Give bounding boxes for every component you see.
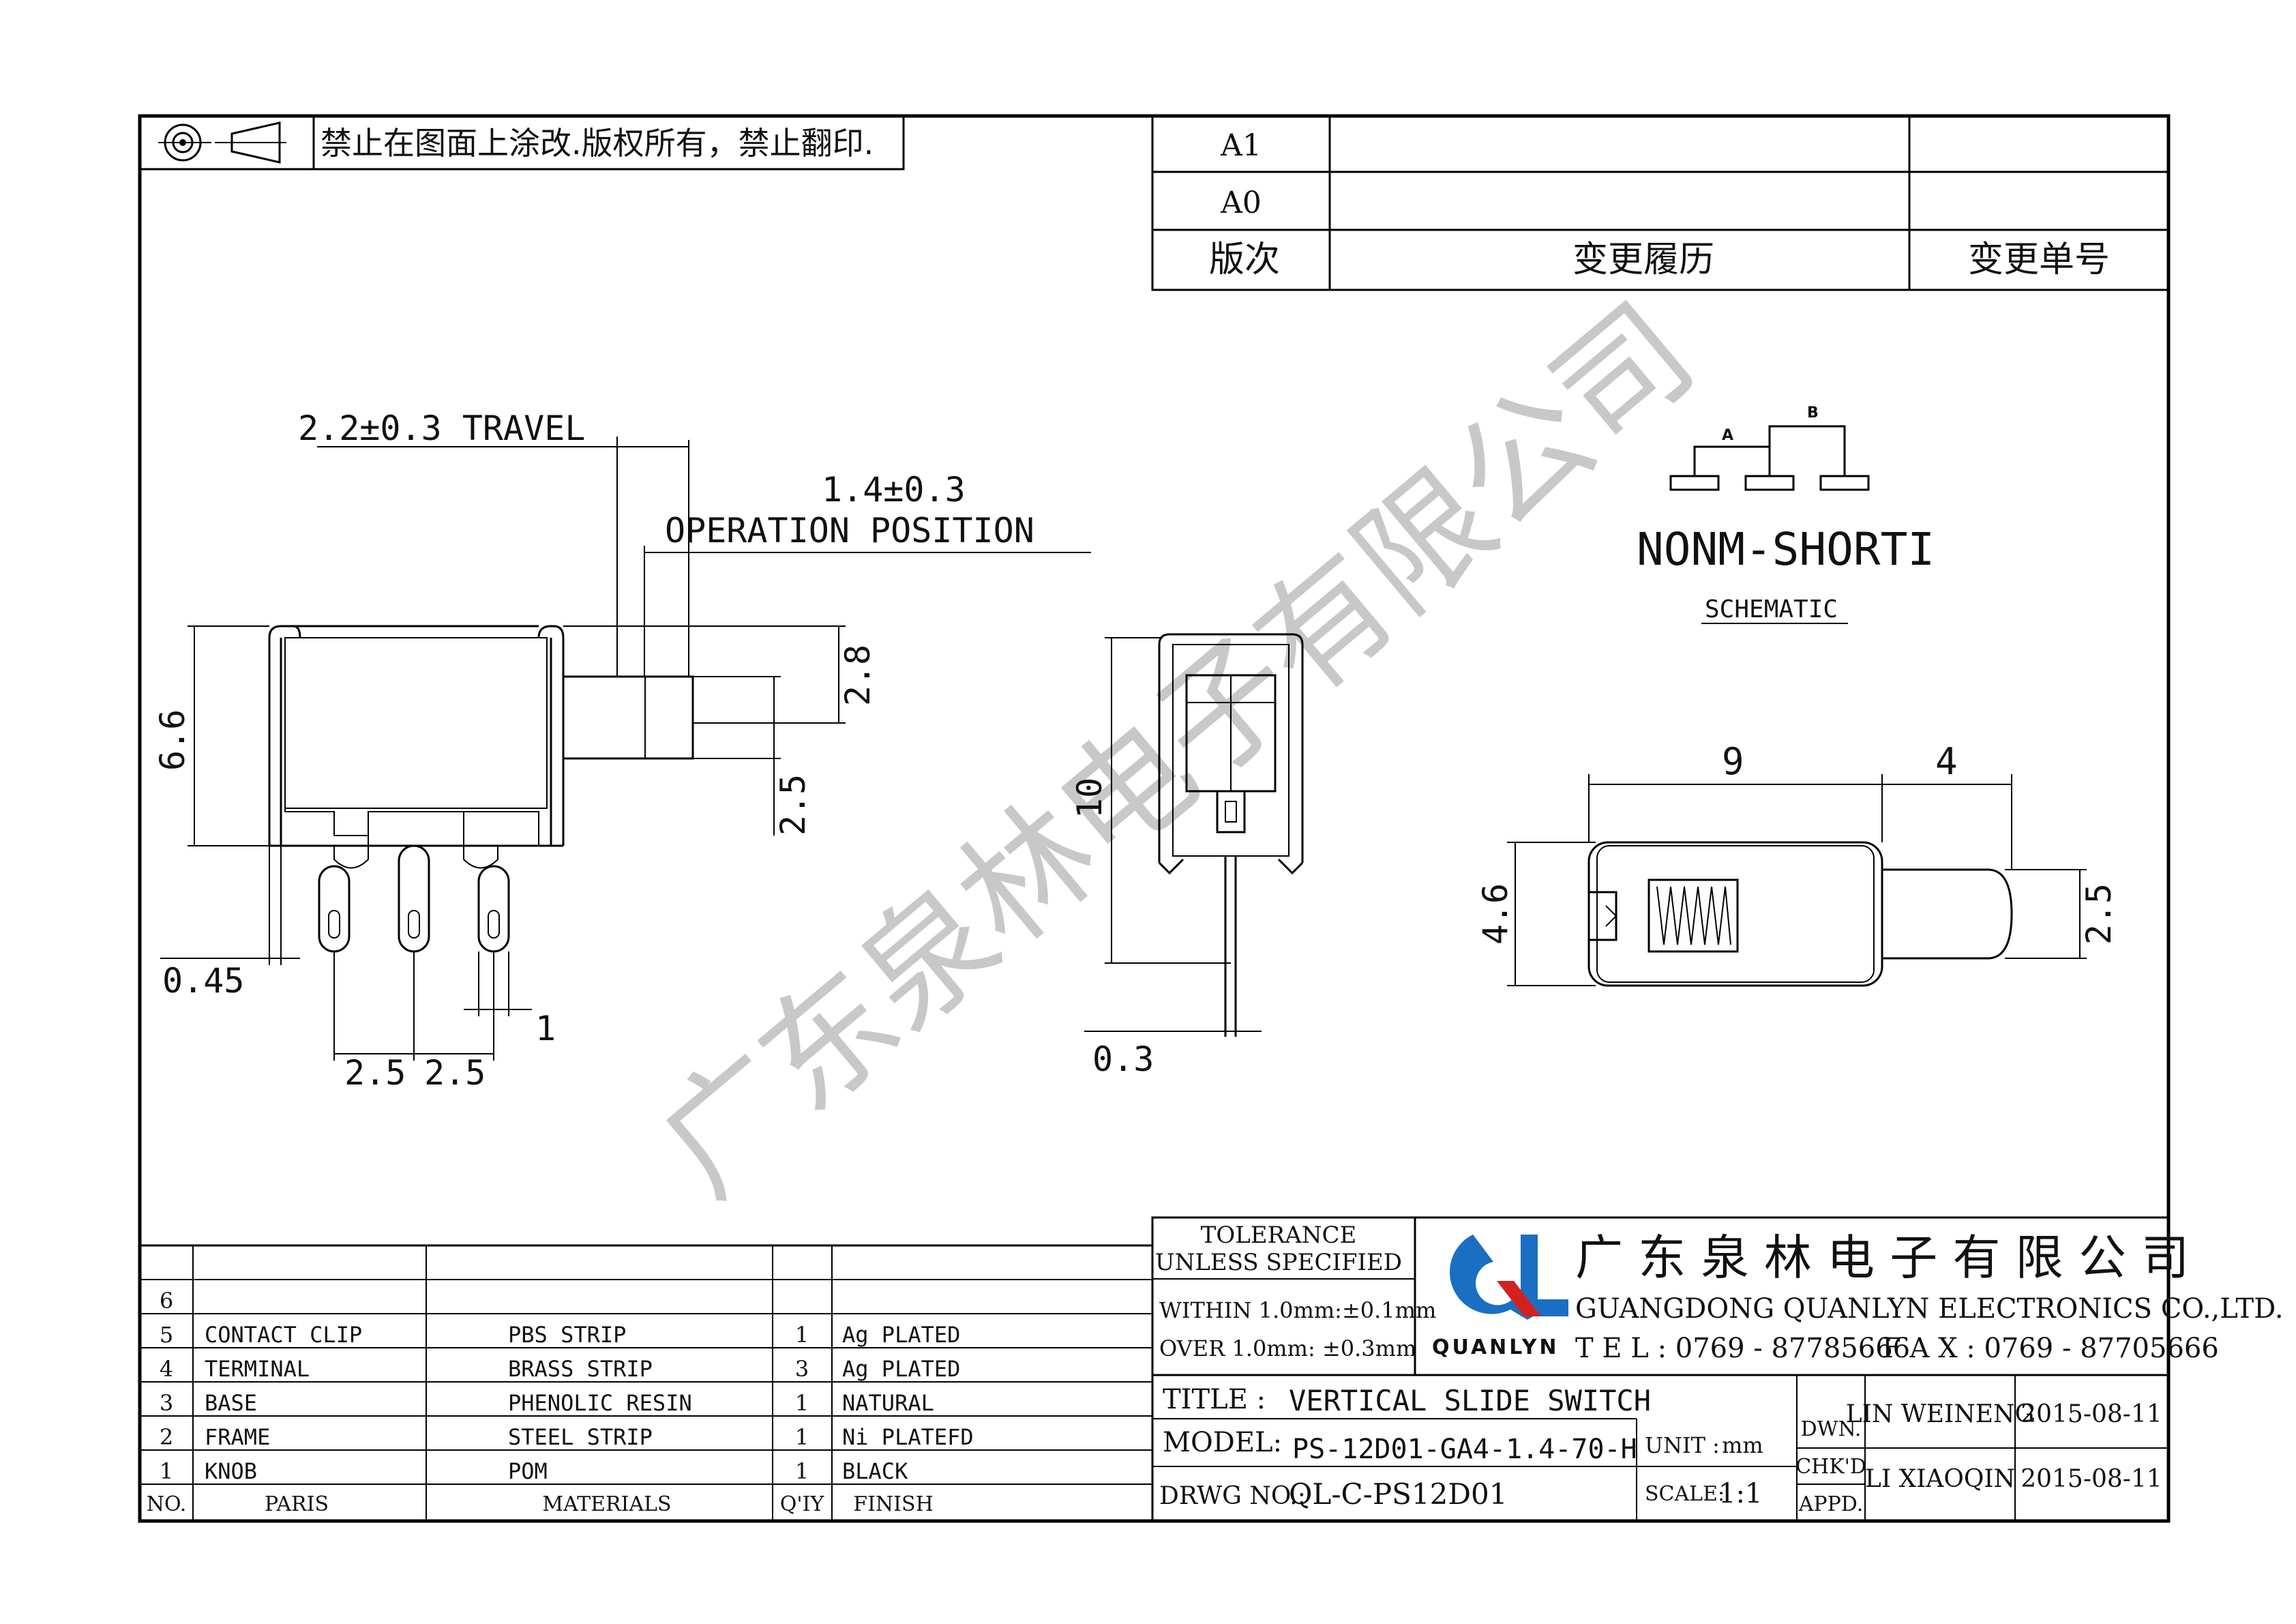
- parts-row-2-qty: 1: [795, 1424, 809, 1450]
- parts-row-4-finish: Ag PLATED: [842, 1356, 960, 1382]
- tolerance-title-1: TOLERANCE: [1201, 1222, 1357, 1249]
- tolerance-within: WITHIN 1.0mm:±0.1mm: [1159, 1297, 1436, 1323]
- revision-changeno-header: 变更单号: [1968, 239, 2110, 280]
- title-label: TITLE :: [1163, 1384, 1266, 1415]
- parts-row-3-qty: 1: [795, 1390, 809, 1416]
- parts-row-3-material: PHENOLIC RESIN: [508, 1390, 692, 1416]
- model-label: MODEL:: [1163, 1427, 1282, 1458]
- parts-row-4-material: BRASS STRIP: [508, 1356, 653, 1382]
- parts-row-4-qty: 3: [795, 1356, 809, 1382]
- tolerance-over: OVER 1.0mm: ±0.3mm: [1159, 1335, 1416, 1361]
- company-fax: F A X : 0769 - 87705666: [1882, 1333, 2219, 1364]
- schematic-label-a: A: [1722, 427, 1733, 444]
- company-tel: T E L : 0769 - 87785666: [1575, 1333, 1910, 1364]
- parts-header-finish: FINISH: [853, 1492, 933, 1516]
- dim-6-6: 6.6: [153, 709, 192, 771]
- logo-name: QUANLYN: [1432, 1335, 1560, 1359]
- parts-row-4-part: TERMINAL: [205, 1356, 310, 1382]
- parts-header-no: NO.: [147, 1492, 187, 1516]
- dim-10: 10: [1070, 778, 1109, 818]
- dim-4: 4: [1935, 740, 1958, 783]
- scale-value: 1:1: [1718, 1478, 1762, 1509]
- parts-row-5-part: CONTACT CLIP: [205, 1322, 362, 1348]
- parts-row-6-no: 6: [160, 1288, 173, 1314]
- parts-row-1-no: 1: [160, 1458, 173, 1484]
- top-view: 9 4 4.6 2.5: [1476, 740, 2119, 987]
- dim-1: 1: [535, 1009, 556, 1048]
- chk-name: LI XIAOQIN: [1865, 1465, 2015, 1493]
- dim-2-5-top: 2.5: [2079, 883, 2119, 945]
- dim-9: 9: [1722, 740, 1744, 783]
- schematic-mode: NONM-SHORTI: [1637, 523, 1935, 576]
- dwn-name: LIN WEINENG: [1846, 1400, 2035, 1428]
- dim-operation-value: 1.4±0.3: [822, 470, 966, 510]
- parts-header-materials: MATERIALS: [542, 1492, 671, 1516]
- end-view: 10 0.3: [1070, 633, 1304, 1079]
- tolerance-title-2: UNLESS SPECIFIED: [1155, 1249, 1402, 1276]
- notice-block: 禁止在图面上涂改.版权所有，禁止翻印.: [138, 115, 905, 171]
- parts-row-2-no: 2: [160, 1424, 173, 1450]
- side-view: 6.6 2.8 2.5 2.2±0.3 TRAVEL 1.4±0.3 OPERA…: [153, 409, 1091, 1093]
- dim-0-45: 0.45: [162, 961, 244, 1001]
- drwg-value: QL-C-PS12D01: [1289, 1477, 1507, 1511]
- dim-2-8: 2.8: [838, 645, 878, 706]
- schematic-label-b: B: [1807, 404, 1819, 422]
- parts-header-qty: Q'IY: [780, 1492, 825, 1516]
- dim-2-5-side: 2.5: [773, 774, 813, 836]
- parts-row-1-material: POM: [508, 1458, 548, 1484]
- company-name-en: GUANGDONG QUANLYN ELECTRONICS CO.,LTD.: [1575, 1293, 2284, 1325]
- parts-row-5-qty: 1: [795, 1322, 809, 1348]
- parts-header-parts: PARIS: [265, 1492, 329, 1516]
- dim-0-3: 0.3: [1092, 1039, 1154, 1079]
- dim-4-6: 4.6: [1476, 883, 1515, 945]
- parts-table: 6 5 CONTACT CLIP PBS STRIP 1 Ag PLATED 4…: [138, 1244, 1154, 1522]
- projection-symbol-icon: [158, 121, 286, 164]
- parts-row-4-no: 4: [160, 1356, 173, 1382]
- revision-version-header: 版次: [1209, 239, 1280, 280]
- parts-row-5-material: PBS STRIP: [508, 1322, 626, 1348]
- dim-pitch-2: 2.5: [424, 1053, 486, 1093]
- watermark: 广东泉林电子有限公司: [632, 276, 1722, 1224]
- model-value: PS-12D01-GA4-1.4-70-H: [1292, 1434, 1637, 1465]
- revision-history-header: 变更履历: [1572, 239, 1714, 280]
- parts-row-2-material: STEEL STRIP: [508, 1424, 653, 1450]
- parts-row-5-no: 5: [160, 1322, 173, 1348]
- dim-operation-label: OPERATION POSITION: [665, 511, 1034, 550]
- revision-a1: A1: [1220, 128, 1262, 163]
- parts-row-3-finish: NATURAL: [842, 1390, 934, 1416]
- chk-date: 2015-08-11: [2021, 1465, 2162, 1493]
- company-name-cn: 广 东 泉 林 电 子 有 限 公 司: [1575, 1230, 2189, 1286]
- drwg-label: DRWG NO.:: [1159, 1482, 1306, 1510]
- unit-value: mm: [1722, 1432, 1763, 1458]
- parts-row-1-part: KNOB: [205, 1458, 257, 1484]
- scale-label: SCALE:: [1645, 1482, 1725, 1506]
- dwn-date: 2015-08-11: [2021, 1400, 2162, 1428]
- revision-a0: A0: [1220, 186, 1262, 220]
- parts-row-1-finish: BLACK: [842, 1458, 908, 1484]
- title-value: VERTICAL SLIDE SWITCH: [1289, 1384, 1651, 1417]
- parts-row-3-no: 3: [160, 1390, 173, 1416]
- schematic-caption: SCHEMATIC: [1705, 595, 1838, 623]
- parts-row-2-finish: Ni PLATEFD: [842, 1424, 974, 1450]
- appd-label: APPD.: [1798, 1492, 1864, 1516]
- dim-pitch-1: 2.5: [344, 1053, 406, 1093]
- unit-label: UNIT :: [1645, 1432, 1720, 1458]
- parts-row-2-part: FRAME: [205, 1424, 270, 1450]
- company-logo: QUANLYN: [1432, 1235, 1568, 1359]
- notice-text: 禁止在图面上涂改.版权所有，禁止翻印.: [320, 125, 874, 162]
- title-block: TOLERANCE UNLESS SPECIFIED WITHIN 1.0mm:…: [1151, 1216, 2284, 1522]
- schematic: A B NONM-SHORTI SCHEMATIC: [1637, 404, 1935, 624]
- revision-table: A1 A0 版次 变更履历 变更单号: [1151, 115, 2170, 291]
- parts-row-5-finish: Ag PLATED: [842, 1322, 960, 1348]
- chk-label: CHK'D: [1795, 1455, 1866, 1479]
- parts-row-1-qty: 1: [795, 1458, 809, 1484]
- dim-travel: 2.2±0.3 TRAVEL: [298, 409, 585, 448]
- dwn-label: DWN.: [1801, 1417, 1862, 1441]
- parts-row-3-part: BASE: [205, 1390, 257, 1416]
